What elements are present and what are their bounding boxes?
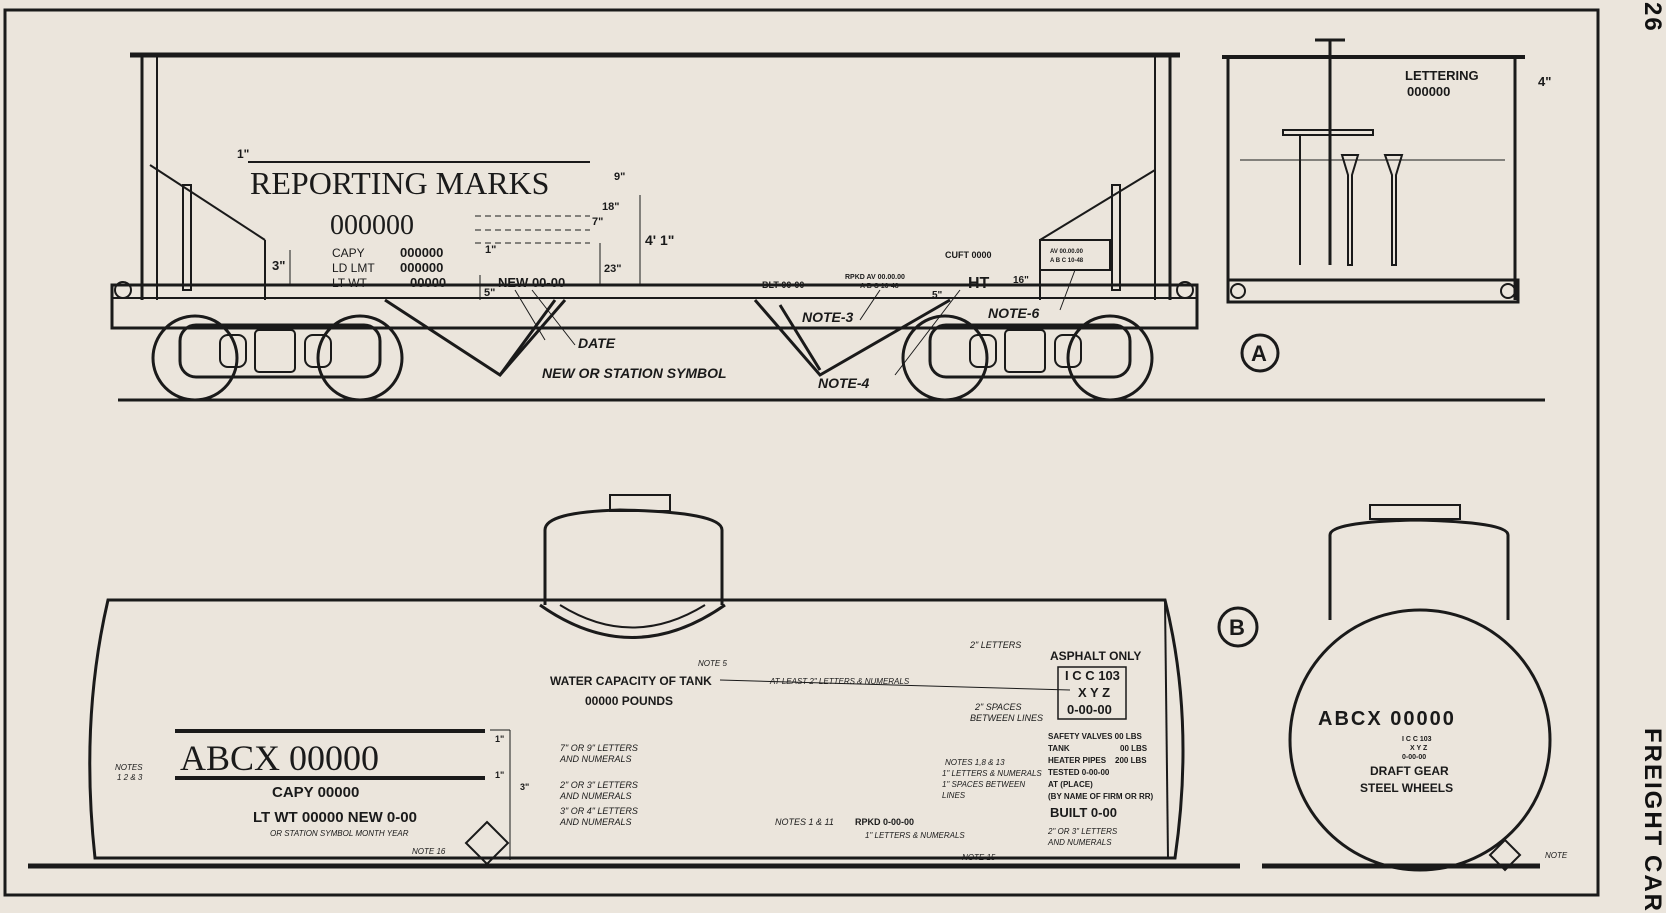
tank-lt-wt: LT WT 00000 NEW 0-00 — [253, 809, 417, 826]
tank-dim-3: 3" — [520, 782, 529, 792]
figure-a-hopper: REPORTING MARKS 000000 CAPY 000000 LD LM… — [110, 38, 1551, 402]
tank-safety-valves: SAFETY VALVES 00 LBS — [1048, 732, 1142, 741]
lt-wt-value: 00000 — [410, 275, 446, 290]
note-4-label: NOTE-4 — [818, 375, 870, 391]
dim-5: 5" — [484, 287, 495, 299]
tank-pounds: 00000 POUNDS — [585, 694, 673, 708]
dim-18: 18" — [602, 201, 619, 213]
tank-icc: I C C 103 — [1065, 668, 1120, 683]
tank-and-numerals-4: AND NUMERALS — [1047, 838, 1112, 847]
end-icc: I C C 103 — [1402, 736, 1432, 743]
blt-text: BLT 00-00 — [762, 280, 804, 290]
tank-heater-value: 200 LBS — [1115, 756, 1147, 765]
reporting-number-text: 000000 — [330, 210, 414, 241]
tank-between-lines: BETWEEN LINES — [970, 713, 1043, 723]
dim-16: 16" — [1013, 275, 1029, 286]
tank-3-4-letters: 3" OR 4" LETTERS — [560, 806, 638, 816]
capy-value: 000000 — [400, 245, 443, 260]
tank-station-sub: OR STATION SYMBOL MONTH YEAR — [270, 829, 409, 838]
ht-text: HT — [968, 275, 990, 292]
lettering-number: 000000 — [1407, 84, 1450, 99]
end-xyz: X Y Z — [1410, 745, 1428, 752]
end-reporting: ABCX 00000 — [1318, 708, 1456, 730]
tank-note-15: NOTE 15 — [962, 853, 996, 862]
tank-note-16: NOTE 16 — [412, 847, 446, 856]
end-draft-gear: DRAFT GEAR — [1370, 764, 1449, 778]
tank-2-3-letters-b: 2" OR 3" LETTERS — [1047, 827, 1118, 836]
tank-notes-1b: 1" LETTERS & NUMERALS — [942, 769, 1042, 778]
tank-dim-1: 1" — [495, 734, 504, 744]
dim-5b: 5" — [932, 290, 943, 301]
tank-at-place: AT (PLACE) — [1048, 780, 1093, 789]
tank-heater-pipes: HEATER PIPES — [1048, 756, 1107, 765]
tank-notes-1811: NOTES 1 & 11 — [775, 817, 834, 827]
cuft-text: CUFT 0000 — [945, 250, 992, 260]
tank-date-code: 0-00-00 — [1067, 702, 1112, 717]
note-3-label: NOTE-3 — [802, 309, 854, 325]
page-number: 26 — [1639, 2, 1666, 33]
tank-tank-label: TANK — [1048, 744, 1070, 753]
tank-7-9-letters: 7" OR 9" LETTERS — [560, 743, 638, 753]
dim-23: 23" — [604, 263, 621, 275]
stencil-box — [1039, 239, 1111, 271]
new-date-text: NEW 00-00 — [498, 275, 565, 290]
stencil-line-1: AV 00.00.00 — [1050, 249, 1084, 255]
station-label: NEW OR STATION SYMBOL — [542, 365, 727, 381]
plate-border — [3, 8, 1600, 897]
date-label: DATE — [578, 335, 616, 351]
lettering-label: LETTERING — [1405, 68, 1479, 83]
tank-notes-left2: 1 2 & 3 — [117, 773, 143, 782]
tank-at-least: AT LEAST 2" LETTERS & NUMERALS — [769, 677, 910, 686]
tank-and-numerals-2: AND NUMERALS — [559, 791, 632, 801]
tank-2-3-letters: 2" OR 3" LETTERS — [559, 780, 638, 790]
abc-text: A B C 10-48 — [860, 283, 899, 290]
dim-1-mid: 1" — [485, 244, 496, 256]
tank-and-numerals-3: AND NUMERALS — [559, 817, 632, 827]
lt-wt-label: LT WT — [332, 276, 368, 290]
tank-xyz: X Y Z — [1078, 685, 1110, 700]
tank-notes-1d: LINES — [942, 791, 966, 800]
tank-reporting: ABCX 00000 — [180, 738, 379, 778]
dim-3-left: 3" — [272, 258, 285, 273]
tank-2-spaces: 2" SPACES — [974, 702, 1022, 712]
tank-1-letters: 1" LETTERS & NUMERALS — [865, 831, 965, 840]
ld-lmt-label: LD LMT — [332, 261, 375, 275]
placard-diamond — [464, 820, 510, 866]
end-date: 0-00-00 — [1402, 754, 1426, 761]
dim-1-top: 1" — [237, 147, 249, 161]
figure-b-tank: ABCX 00000 CAPY 00000 LT WT 00000 NEW 0-… — [28, 494, 1568, 872]
side-title-freight: FREIGHT — [1639, 728, 1666, 848]
capy-label: CAPY — [332, 246, 365, 260]
tank-water-capacity: WATER CAPACITY OF TANK — [550, 674, 712, 688]
tank-rpkd: RPKD 0-00-00 — [855, 817, 914, 827]
tank-notes-1c: 1" SPACES BETWEEN — [942, 780, 1025, 789]
tank-built: BUILT 0-00 — [1050, 805, 1117, 820]
tank-notes-1: NOTES 1,8 & 13 — [945, 758, 1005, 767]
end-steel-wheels: STEEL WHEELS — [1360, 781, 1453, 795]
figure-b-label: B — [1229, 615, 1245, 640]
ld-lmt-value: 000000 — [400, 260, 443, 275]
end-note: NOTE — [1545, 851, 1568, 860]
rpkd-text: RPKD AV 00.00.00 — [845, 274, 905, 281]
tank-dim-2: 1" — [495, 770, 504, 780]
dim-9: 9" — [614, 171, 625, 183]
dim-4-12: 4' 1" — [645, 232, 674, 248]
dim-7: 7" — [592, 216, 603, 228]
stencil-line-2: A B C 10-48 — [1050, 258, 1084, 264]
tank-asphalt: ASPHALT ONLY — [1050, 649, 1141, 663]
tank-notes-left: NOTES — [115, 763, 143, 772]
stencil-diagram: REPORTING MARKS 000000 CAPY 000000 LD LM… — [3, 8, 1600, 897]
note-6-label: NOTE-6 — [988, 305, 1040, 321]
dim-4-label: 4" — [1538, 74, 1551, 89]
tank-tank-value: 00 LBS — [1120, 744, 1148, 753]
tank-tested: TESTED 0-00-00 — [1048, 768, 1110, 777]
tank-and-numerals-1: AND NUMERALS — [559, 754, 632, 764]
tank-capy: CAPY 00000 — [272, 784, 359, 801]
side-title-car: CAR — [1639, 855, 1666, 913]
reporting-marks-text: REPORTING MARKS — [250, 165, 549, 201]
tank-by-firm: (BY NAME OF FIRM OR RR) — [1048, 792, 1154, 801]
figure-a-label: A — [1251, 341, 1267, 366]
tank-notes-5: NOTE 5 — [698, 659, 727, 668]
tank-2-letters: 2" LETTERS — [969, 640, 1021, 650]
